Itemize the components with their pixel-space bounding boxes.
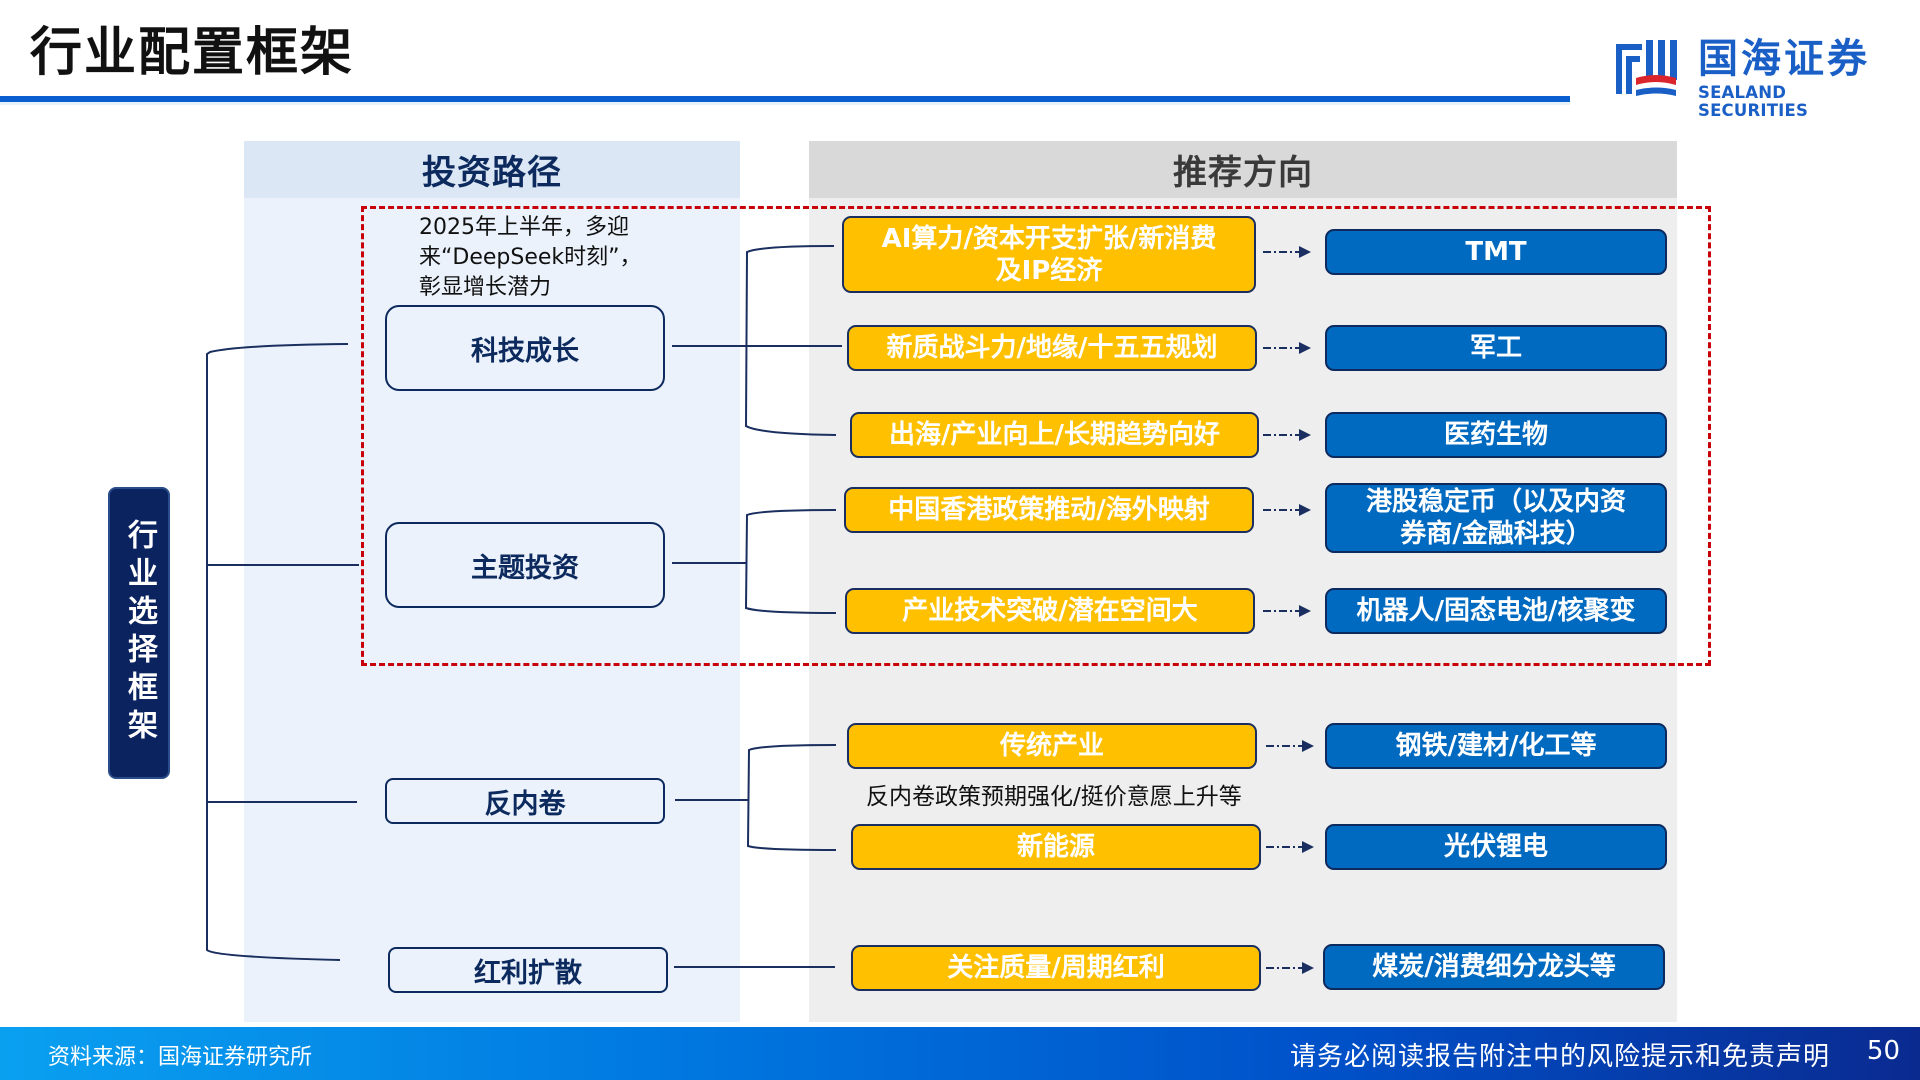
sector-pv-lithium[interactable]: 光伏锂电 [1325, 824, 1667, 870]
sector-text: 煤炭/消费细分龙头等 [1372, 952, 1616, 982]
page-number: 50 [1866, 1036, 1900, 1066]
path-tech-growth[interactable]: 科技成长 [385, 305, 665, 391]
driver-text: 新能源 [1016, 832, 1095, 862]
dash-dot-arrow-icon [1263, 342, 1311, 354]
logo-name-en: SEALAND SECURITIES [1698, 83, 1809, 120]
footer-bar: 资料来源：国海证券研究所 请务必阅读报告附注中的风险提示和免责声明 50 [0, 1027, 1920, 1080]
driver-tech-breakthrough[interactable]: 产业技术突破/潜在空间大 [845, 588, 1255, 634]
driver-text: 及IP经济 [995, 255, 1103, 286]
path-thematic-investment[interactable]: 主题投资 [385, 522, 665, 608]
driver-text: 中国香港政策推动/海外映射 [888, 495, 1210, 525]
path-label: 主题投资 [471, 552, 579, 584]
dash-dot-arrow-icon [1266, 740, 1314, 752]
sector-hk-stablecoin[interactable]: 港股稳定币（以及内资券商/金融科技） [1325, 483, 1667, 553]
path-label: 反内卷 [484, 788, 566, 820]
driver-new-energy[interactable]: 新能源 [851, 824, 1261, 870]
framework-label: 行业选择框架 [108, 487, 170, 779]
title-underline [0, 96, 1570, 102]
sector-pharma-bio[interactable]: 医药生物 [1325, 412, 1667, 458]
disclaimer-text: 请务必阅读报告附注中的风险提示和免责声明 [1289, 1042, 1830, 1072]
sector-robotics-battery-fusion[interactable]: 机器人/固态电池/核聚变 [1325, 588, 1667, 634]
tech-growth-note: 2025年上半年，多迎 来“DeepSeek时刻”， 彰显增长潜力 [419, 213, 642, 303]
title-underline-shadow [0, 102, 1570, 105]
sector-tmt[interactable]: TMT [1325, 229, 1667, 275]
sector-text: 军工 [1469, 333, 1522, 363]
highlight-dashed-frame [361, 206, 1711, 666]
sector-text: 机器人/固态电池/核聚变 [1356, 596, 1636, 626]
sector-text: TMT [1465, 237, 1527, 267]
dash-dot-arrow-icon [1263, 504, 1311, 516]
driver-quality-cyclical-dividend[interactable]: 关注质量/周期红利 [851, 945, 1261, 991]
driver-text: AI算力/资本开支扩张/新消费 [881, 223, 1217, 254]
source-note: 资料来源：国海证券研究所 [48, 1045, 313, 1070]
sector-text: 光伏锂电 [1443, 832, 1548, 862]
sealand-logo-icon [1616, 40, 1677, 96]
driver-going-global[interactable]: 出海/产业向上/长期趋势向好 [850, 412, 1259, 458]
driver-text: 出海/产业向上/长期趋势向好 [889, 420, 1220, 450]
recommended-direction-header: 推荐方向 [809, 141, 1677, 198]
driver-text: 产业技术突破/潜在空间大 [902, 596, 1198, 626]
driver-text: 关注质量/周期红利 [947, 953, 1165, 983]
note-line: 来“DeepSeek时刻”， [419, 245, 642, 270]
path-anti-involution[interactable]: 反内卷 [385, 778, 665, 824]
driver-text: 新质战斗力/地缘/十五五规划 [886, 333, 1218, 363]
sector-text: 医药生物 [1443, 420, 1548, 450]
note-line: 彰显增长潜力 [419, 275, 552, 300]
driver-ai-compute[interactable]: AI算力/资本开支扩张/新消费及IP经济 [842, 216, 1256, 293]
note-line: 2025年上半年，多迎 [419, 215, 629, 240]
path-dividend-expansion[interactable]: 红利扩散 [388, 947, 668, 993]
driver-traditional-industry[interactable]: 传统产业 [847, 723, 1257, 769]
dash-dot-arrow-icon [1263, 246, 1311, 258]
dash-dot-arrow-icon [1266, 962, 1314, 974]
driver-new-combat-power[interactable]: 新质战斗力/地缘/十五五规划 [847, 325, 1257, 371]
investment-path-header: 投资路径 [244, 141, 740, 198]
investment-path-header-text: 投资路径 [422, 153, 562, 193]
framework-label-text: 行业选择框架 [122, 519, 157, 747]
path-label: 红利扩散 [474, 957, 582, 989]
dash-dot-arrow-icon [1263, 429, 1311, 441]
driver-hk-policy[interactable]: 中国香港政策推动/海外映射 [844, 487, 1254, 533]
sector-text: 券商/金融科技） [1400, 519, 1592, 549]
company-logo: 国海证券 SEALAND SECURITIES [1612, 34, 1882, 120]
dash-dot-arrow-icon [1263, 605, 1311, 617]
sector-text: 钢铁/建材/化工等 [1395, 731, 1597, 761]
dash-dot-arrow-icon [1266, 841, 1314, 853]
path-label: 科技成长 [471, 335, 579, 367]
anti-involution-note: 反内卷政策预期强化/挺价意愿上升等 [866, 784, 1242, 810]
sector-defense[interactable]: 军工 [1325, 325, 1667, 371]
sector-text: 港股稳定币（以及内资 [1365, 487, 1626, 517]
recommended-direction-header-text: 推荐方向 [1173, 153, 1313, 193]
driver-text: 传统产业 [999, 731, 1104, 761]
page-title: 行业配置框架 [30, 23, 355, 83]
logo-name-cn: 国海证券 [1698, 36, 1870, 82]
sector-steel-materials-chemicals[interactable]: 钢铁/建材/化工等 [1325, 723, 1667, 769]
sector-coal-consumer-leaders[interactable]: 煤炭/消费细分龙头等 [1323, 944, 1665, 990]
